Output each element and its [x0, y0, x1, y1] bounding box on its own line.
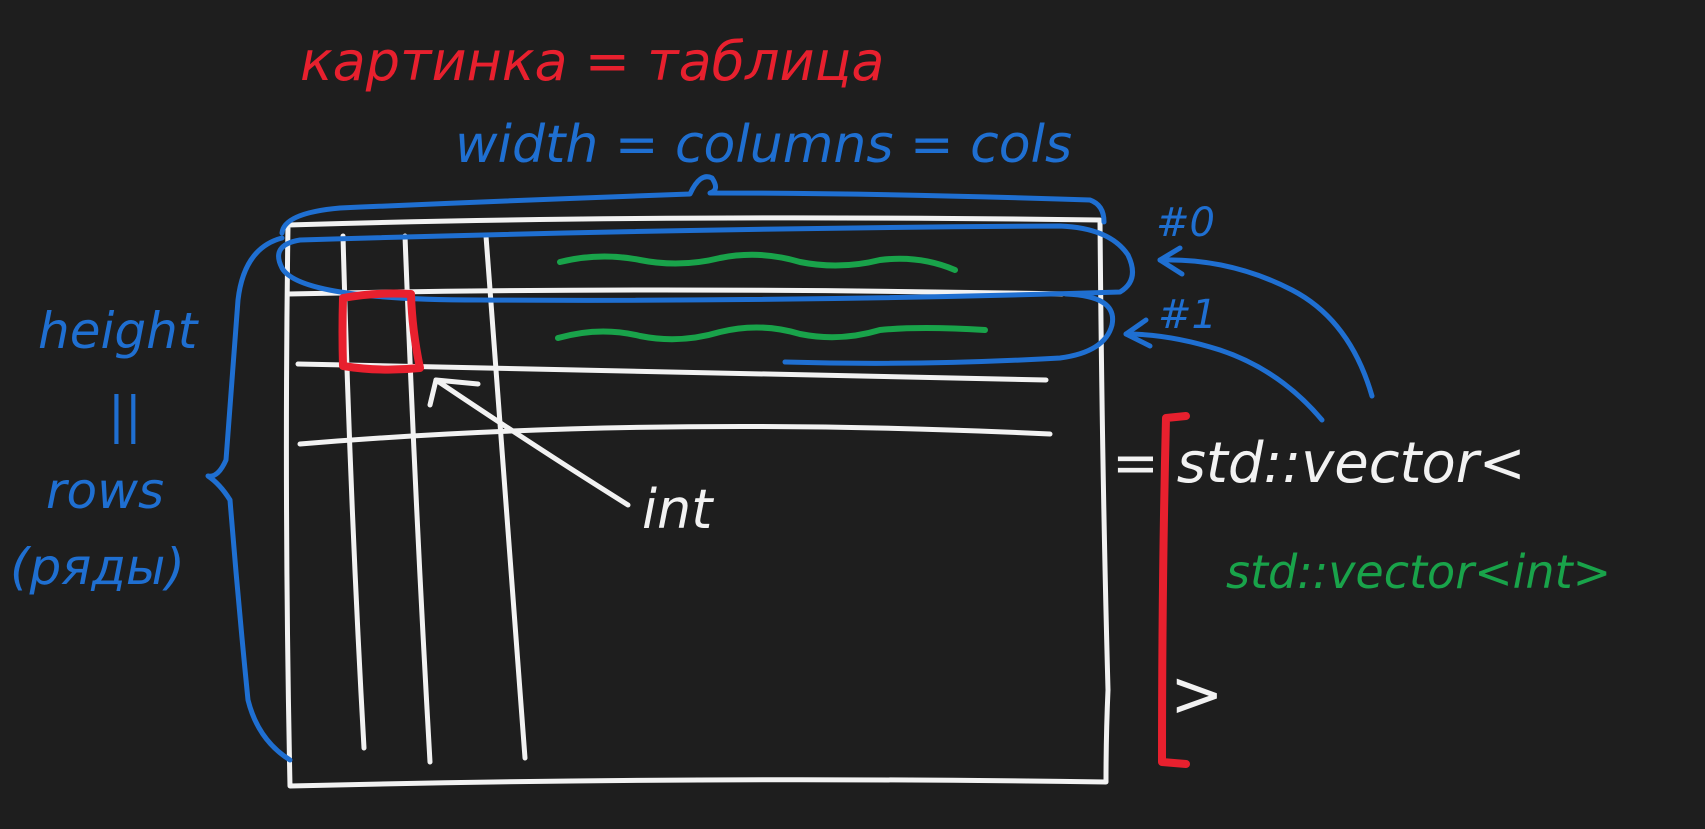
- table-border: [283, 215, 1111, 789]
- arrow-to-row1: [1123, 331, 1325, 423]
- rows-ru-label: (ряды): [10, 538, 185, 596]
- row-data-waves: [555, 251, 988, 343]
- outer-vector-close: >: [1170, 658, 1224, 732]
- row1-wave: [555, 324, 988, 343]
- width-brace: [279, 174, 1107, 236]
- cell-type-label: int: [642, 478, 714, 541]
- arrowhead-cell: [427, 377, 481, 408]
- title-label: картинка = таблица: [300, 30, 884, 93]
- arrowhead-row1: [1123, 317, 1153, 349]
- width-label: width = columns = cols: [455, 115, 1072, 175]
- row0-label: #0: [1156, 200, 1215, 246]
- highlighted-cell: [338, 289, 424, 374]
- row0-loop: [276, 223, 1135, 303]
- row0-wave: [557, 251, 958, 273]
- arrowhead-row0: [1157, 245, 1185, 277]
- outer-vector-label: = std::vector<: [1112, 431, 1526, 496]
- arrow-to-row0: [1157, 257, 1375, 399]
- red-annotations: [338, 289, 1190, 768]
- height-equals-label: ||: [108, 386, 142, 444]
- row1-loop: [782, 291, 1116, 366]
- outer-vector-bracket: [1158, 412, 1190, 768]
- height-brace: [205, 235, 293, 763]
- row1-label: #1: [1158, 292, 1217, 338]
- table-row-line: [297, 423, 1053, 447]
- inner-vector-label: std::vector<int>: [1226, 545, 1611, 599]
- arrow-to-cell: [433, 377, 631, 508]
- height-label: height: [38, 302, 200, 360]
- cell-arrow: [427, 377, 631, 508]
- table-column-line: [483, 233, 528, 761]
- blue-annotations: [205, 174, 1375, 763]
- rows-label: rows: [46, 462, 164, 520]
